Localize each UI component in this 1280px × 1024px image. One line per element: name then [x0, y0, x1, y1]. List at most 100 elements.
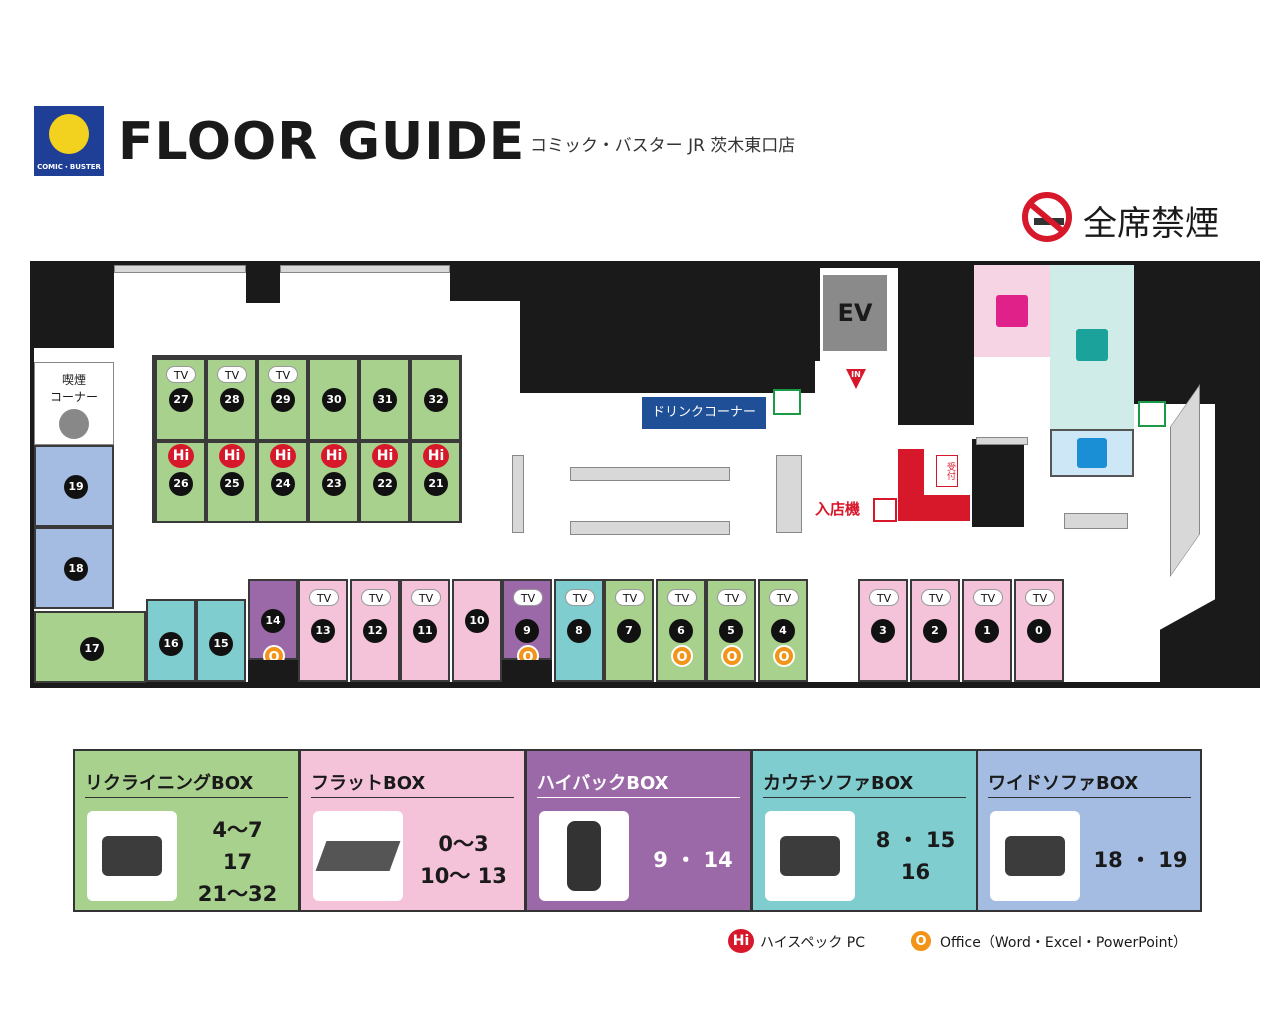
seat-number: 3 [871, 619, 895, 643]
bookshelf [776, 455, 802, 533]
seat-17[interactable]: 17 [34, 611, 146, 683]
chair-icon [1005, 836, 1065, 876]
hi-spec-badge: Hi [219, 444, 245, 468]
seat-32[interactable]: 32 [410, 358, 461, 441]
office-badge: O [671, 645, 693, 667]
bookshelf [1064, 513, 1128, 529]
seat-number: 18 [64, 557, 88, 581]
legend-divider [311, 797, 514, 798]
mascot-icon [49, 114, 89, 154]
wall-top-block-b [450, 261, 520, 301]
legend-range-line: 8 ・ 15 [875, 828, 956, 852]
hi-spec-badge: Hi [372, 444, 398, 468]
legend-seat-range: 9 ・ 14 [637, 844, 749, 876]
legend-seat-range: 8 ・ 15 16 [863, 824, 968, 888]
shower-room [1050, 265, 1134, 429]
female-restroom-icon [996, 295, 1028, 327]
legend-range-line: 16 [900, 860, 931, 884]
tv-badge: TV [973, 589, 1003, 606]
highback-base [502, 660, 552, 682]
seat-number: 1 [975, 619, 999, 643]
seat-31[interactable]: 31 [359, 358, 410, 441]
seat-number: 19 [64, 475, 88, 499]
seat-19[interactable]: 19 [34, 445, 114, 527]
seat-number: 30 [322, 388, 346, 412]
legend-chair-photo [990, 811, 1080, 901]
seat-number: 15 [209, 632, 233, 656]
legend-chair-photo [87, 811, 177, 901]
legend-title: フラットBOX [311, 773, 426, 794]
wall-bottom [30, 682, 1160, 688]
tv-badge: TV [513, 589, 543, 606]
bookshelf [1170, 384, 1200, 577]
seat-25[interactable]: Hi 25 [206, 441, 257, 523]
tv-badge: TV [217, 366, 247, 383]
bookshelf [570, 521, 730, 535]
legend-title: ハイバックBOX [537, 773, 669, 794]
legend-range-line: 4〜7 [212, 818, 263, 842]
tv-badge: TV [1025, 589, 1055, 606]
bookshelf [570, 467, 730, 481]
seat-number: 5 [719, 619, 743, 643]
legend-title: カウチソファBOX [763, 773, 914, 794]
legend-chair-photo [313, 811, 403, 901]
seat-number: 23 [322, 472, 346, 496]
seat-number: 25 [220, 472, 244, 496]
reception-label: 受付 [936, 455, 958, 487]
legend-range-line: 21〜32 [197, 882, 278, 906]
seat-30[interactable]: 30 [308, 358, 359, 441]
store-name: コミック・バスター JR 茨木東口店 [530, 136, 796, 156]
seat-15[interactable]: 15 [196, 599, 246, 682]
seat-number: 26 [169, 472, 193, 496]
wall-right-block [898, 261, 974, 425]
seat-10[interactable]: 10 [452, 579, 502, 682]
wall-ev-top [815, 261, 900, 267]
entrance-in-marker: IN [846, 369, 866, 389]
legend-box: カウチソファBOX 8 ・ 15 16 [751, 749, 978, 912]
wall-right-top [974, 261, 1260, 265]
emergency-exit-icon [773, 389, 801, 415]
legend-chair-photo [539, 811, 629, 901]
office-legend-label: Office（Word・Excel・PowerPoint） [940, 935, 1188, 951]
page-title: FLOOR GUIDE [118, 112, 526, 172]
seat-number: 27 [169, 388, 193, 412]
drink-corner: ドリンクコーナー [642, 397, 766, 429]
seat-18[interactable]: 18 [34, 527, 114, 609]
seat-16[interactable]: 16 [146, 599, 196, 682]
womens-restroom [974, 265, 1050, 357]
legend-range-line: 10〜 13 [420, 864, 507, 888]
wall-center-block [520, 261, 815, 393]
seat-1[interactable]: TV 1 [962, 579, 1012, 682]
comic-buster-logo: COMIC・BUSTER [34, 106, 104, 176]
smoking-corner: 喫煙 コーナー [34, 362, 114, 445]
smoking-icon [59, 409, 89, 439]
elevator: EV [823, 275, 887, 351]
seat-number: 7 [617, 619, 641, 643]
office-legend-icon: O [909, 929, 933, 953]
